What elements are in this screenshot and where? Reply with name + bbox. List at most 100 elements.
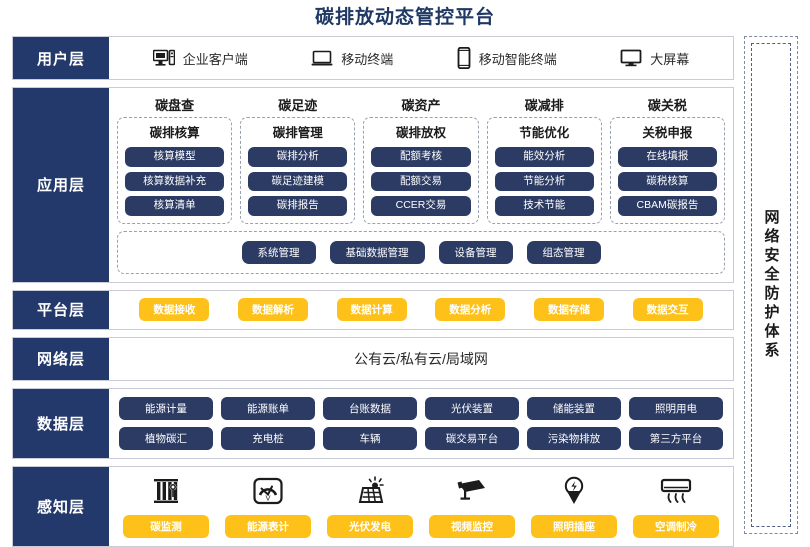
layer-label-platform: 平台层 — [13, 290, 109, 329]
data-source-item[interactable]: 污染物排放 — [527, 426, 621, 450]
layer-body-data: 能源计量 能源账单 台账数据 光伏装置 储能装置 照明用电 植物碳汇 充电桩 车… — [109, 389, 733, 458]
app-management-item[interactable]: 系统管理 — [241, 240, 316, 264]
layer-sense: 感知层 — [12, 465, 734, 547]
app-item[interactable]: 能效分析 — [494, 147, 594, 167]
layer-body-application: 碳盘查 碳排核算 核算模型 核算数据补充 核算清单 碳足迹 碳排管理 碳排分析 — [109, 88, 733, 282]
user-terminal-smart-mobile[interactable]: 移动智能终端 — [457, 47, 557, 69]
data-source-item[interactable]: 车辆 — [323, 426, 417, 450]
app-item[interactable]: 配额考核 — [371, 147, 471, 167]
app-group-box: 关税申报 在线填报 碳税核算 CBAM碳报告 — [609, 117, 726, 224]
app-group-title: 碳减排 — [524, 98, 564, 113]
sense-device-hvac[interactable]: 空调制冷 — [629, 473, 723, 538]
app-item[interactable]: 核算模型 — [125, 147, 225, 167]
user-terminal-list: 企业客户端 移动终端 — [109, 37, 733, 79]
app-item[interactable]: 技术节能 — [494, 196, 594, 216]
app-item[interactable]: 碳税核算 — [617, 171, 718, 192]
data-source-item[interactable]: 能源计量 — [119, 396, 213, 420]
platform-item[interactable]: 数据存储 — [533, 298, 604, 322]
layer-body-sense: 碳监测 V 能源表计 — [109, 467, 733, 546]
light-bulb-icon — [561, 473, 587, 509]
carbon-sensor-icon — [151, 473, 181, 509]
app-group-carbon-reduction: 碳减排 节能优化 能效分析 节能分析 技术节能 — [486, 95, 602, 224]
data-source-item[interactable]: 第三方平台 — [629, 426, 723, 450]
security-system-inner-box: 网络安全防护体系 — [751, 43, 791, 527]
user-terminal-label: 企业客户端 — [182, 51, 248, 67]
smartphone-icon — [457, 47, 471, 69]
app-item[interactable]: 核算清单 — [125, 196, 225, 216]
desktop-tower-icon — [152, 49, 175, 67]
laptop-icon — [311, 49, 333, 67]
sense-device-lighting[interactable]: 照明插座 — [527, 473, 621, 538]
app-item[interactable]: 碳排分析 — [248, 147, 348, 167]
sense-device-label: 碳监测 — [123, 514, 209, 538]
application-management-bar: 系统管理 基础数据管理 设备管理 组态管理 — [117, 230, 725, 274]
app-group-carbon-tariff: 碳关税 关税申报 在线填报 碳税核算 CBAM碳报告 — [609, 95, 726, 224]
user-terminal-big-screen[interactable]: 大屏幕 — [620, 49, 689, 68]
platform-item[interactable]: 数据计算 — [336, 298, 407, 322]
data-source-item[interactable]: 植物碳汇 — [119, 426, 213, 450]
layer-network: 网络层 公有云/私有云/局域网 — [12, 336, 734, 381]
layer-body-network: 公有云/私有云/局域网 — [109, 338, 733, 380]
cctv-camera-icon — [455, 473, 489, 509]
data-source-item[interactable]: 储能装置 — [527, 396, 621, 420]
app-group-title: 碳盘查 — [155, 98, 195, 113]
app-group-title: 碳关税 — [647, 98, 687, 113]
platform-item[interactable]: 数据交互 — [632, 298, 703, 322]
layer-application: 应用层 碳盘查 碳排核算 核算模型 核算数据补充 核算清单 碳足迹 — [12, 87, 734, 283]
sense-device-carbon-monitor[interactable]: 碳监测 — [119, 473, 213, 538]
app-item[interactable]: 核算数据补充 — [125, 171, 225, 192]
app-item[interactable]: 节能分析 — [494, 171, 594, 192]
app-item[interactable]: CBAM碳报告 — [617, 196, 718, 216]
platform-item[interactable]: 数据解析 — [237, 298, 308, 322]
page-title: 碳排放动态管控平台 — [314, 7, 495, 28]
sense-device-label: 能源表计 — [225, 514, 311, 538]
layer-label-network: 网络层 — [13, 337, 109, 380]
sense-device-solar[interactable]: 光伏发电 — [323, 473, 417, 538]
platform-item[interactable]: 数据分析 — [435, 298, 506, 322]
app-group-subtitle: 节能优化 — [519, 126, 570, 140]
svg-text:V: V — [265, 493, 270, 502]
layer-body-user: 企业客户端 移动终端 — [109, 37, 733, 79]
app-group-title: 碳足迹 — [278, 98, 318, 113]
app-management-item[interactable]: 基础数据管理 — [329, 240, 425, 264]
sense-device-label: 光伏发电 — [327, 514, 413, 538]
data-source-item[interactable]: 台账数据 — [323, 396, 417, 420]
app-item[interactable]: 在线填报 — [617, 147, 718, 167]
app-management-item[interactable]: 组态管理 — [526, 240, 601, 264]
sense-device-label: 照明插座 — [531, 514, 617, 538]
data-source-item[interactable]: 碳交易平台 — [425, 426, 519, 450]
user-terminal-mobile[interactable]: 移动终端 — [311, 49, 393, 68]
user-terminal-label: 大屏幕 — [650, 51, 690, 67]
app-group-box: 节能优化 能效分析 节能分析 技术节能 — [486, 117, 602, 224]
user-terminal-enterprise-client[interactable]: 企业客户端 — [152, 49, 248, 68]
layer-platform: 平台层 数据接收 数据解析 数据计算 数据分析 数据存储 数据交互 — [12, 289, 734, 330]
layer-label-user: 用户层 — [13, 37, 109, 79]
app-item[interactable]: 碳排报告 — [248, 196, 348, 216]
data-source-item[interactable]: 光伏装置 — [425, 396, 519, 420]
app-item[interactable]: CCER交易 — [371, 196, 471, 216]
data-source-item[interactable]: 照明用电 — [629, 396, 723, 420]
layer-stack: 用户层 — [12, 36, 734, 547]
air-conditioner-icon — [659, 473, 693, 509]
app-management-item[interactable]: 设备管理 — [438, 240, 513, 264]
app-group-subtitle: 关税申报 — [642, 126, 693, 140]
data-source-row-2: 植物碳汇 充电桩 车辆 碳交易平台 污染物排放 第三方平台 — [119, 426, 723, 450]
app-group-carbon-inventory: 碳盘查 碳排核算 核算模型 核算数据补充 核算清单 — [117, 95, 233, 224]
app-group-title: 碳资产 — [401, 98, 441, 113]
app-group-box: 碳排管理 碳排分析 碳足迹建模 碳排报告 — [240, 117, 356, 224]
data-source-item[interactable]: 充电桩 — [221, 426, 315, 450]
security-system-label: 网络安全防护体系 — [762, 209, 780, 361]
data-source-item[interactable]: 能源账单 — [221, 396, 315, 420]
app-group-subtitle: 碳排放权 — [396, 126, 447, 140]
app-group-box: 碳排放权 配额考核 配额交易 CCER交易 — [363, 117, 479, 224]
app-item[interactable]: 碳足迹建模 — [248, 171, 348, 192]
layer-label-data: 数据层 — [13, 388, 109, 458]
sense-device-energy-meter[interactable]: V 能源表计 — [221, 473, 315, 538]
app-item[interactable]: 配额交易 — [371, 171, 471, 192]
user-terminal-label: 移动智能终端 — [478, 51, 557, 67]
sense-device-cctv[interactable]: 视频监控 — [425, 473, 519, 538]
layer-body-platform: 数据接收 数据解析 数据计算 数据分析 数据存储 数据交互 — [109, 291, 733, 329]
platform-item[interactable]: 数据接收 — [139, 298, 210, 322]
user-terminal-label: 移动终端 — [341, 51, 394, 67]
solar-panel-icon — [354, 473, 386, 509]
